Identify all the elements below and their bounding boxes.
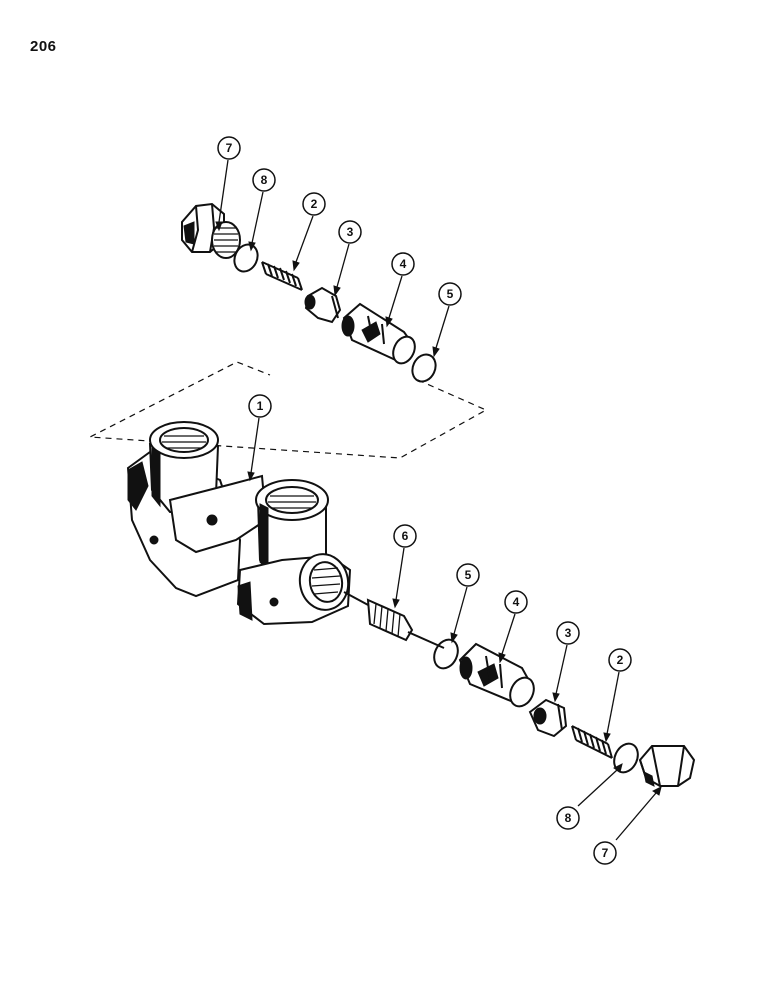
svg-text:2: 2 (617, 653, 624, 667)
callout-1-body: 1 (248, 394, 272, 418)
callout-8-bottom: 8 (556, 806, 580, 830)
callout-2-bottom: 2 (608, 648, 632, 672)
page-number: 206 (30, 38, 57, 55)
svg-text:5: 5 (447, 287, 454, 301)
part-8-oring-bottom (613, 742, 639, 774)
callout-2-top: 2 (302, 192, 326, 216)
svg-text:3: 3 (347, 225, 354, 239)
part-7-plug-bottom (638, 745, 696, 787)
callout-7-top: 7 (217, 136, 241, 160)
part-5-oring-bottom (433, 638, 459, 670)
callout-4-top: 4 (391, 252, 415, 276)
part-2-spring-top (261, 261, 303, 291)
callout-3-top: 3 (338, 220, 362, 244)
svg-text:7: 7 (226, 141, 233, 155)
svg-text:4: 4 (513, 595, 520, 609)
svg-text:8: 8 (261, 173, 268, 187)
callout-8-top: 8 (252, 168, 276, 192)
part-4-sleeve-top (341, 302, 416, 365)
part-2-spring-bottom (571, 725, 613, 759)
callout-5-top: 5 (438, 282, 462, 306)
callout-6-bottom: 6 (393, 524, 417, 548)
svg-text:6: 6 (402, 529, 409, 543)
part-1-valve-body (126, 421, 352, 626)
part-7-plug-top (181, 202, 241, 259)
part-5-oring-top (411, 353, 437, 383)
callout-4-bottom: 4 (504, 590, 528, 614)
callout-3-bottom: 3 (556, 621, 580, 645)
callout-7-bottom: 7 (593, 841, 617, 865)
svg-text:5: 5 (465, 568, 472, 582)
svg-text:4: 4 (400, 257, 407, 271)
part-3-poppet-top (304, 286, 342, 324)
svg-text:1: 1 (257, 399, 264, 413)
svg-text:7: 7 (602, 846, 609, 860)
part-6-needle (343, 591, 445, 649)
svg-text:3: 3 (565, 626, 572, 640)
callout-leaders (215, 159, 662, 841)
svg-text:8: 8 (565, 811, 572, 825)
part-3-poppet-bottom (528, 698, 568, 738)
part-4-sleeve-bottom (458, 642, 535, 708)
callout-5-bottom: 5 (456, 563, 480, 587)
svg-text:2: 2 (311, 197, 318, 211)
reference-outline (87, 361, 488, 459)
